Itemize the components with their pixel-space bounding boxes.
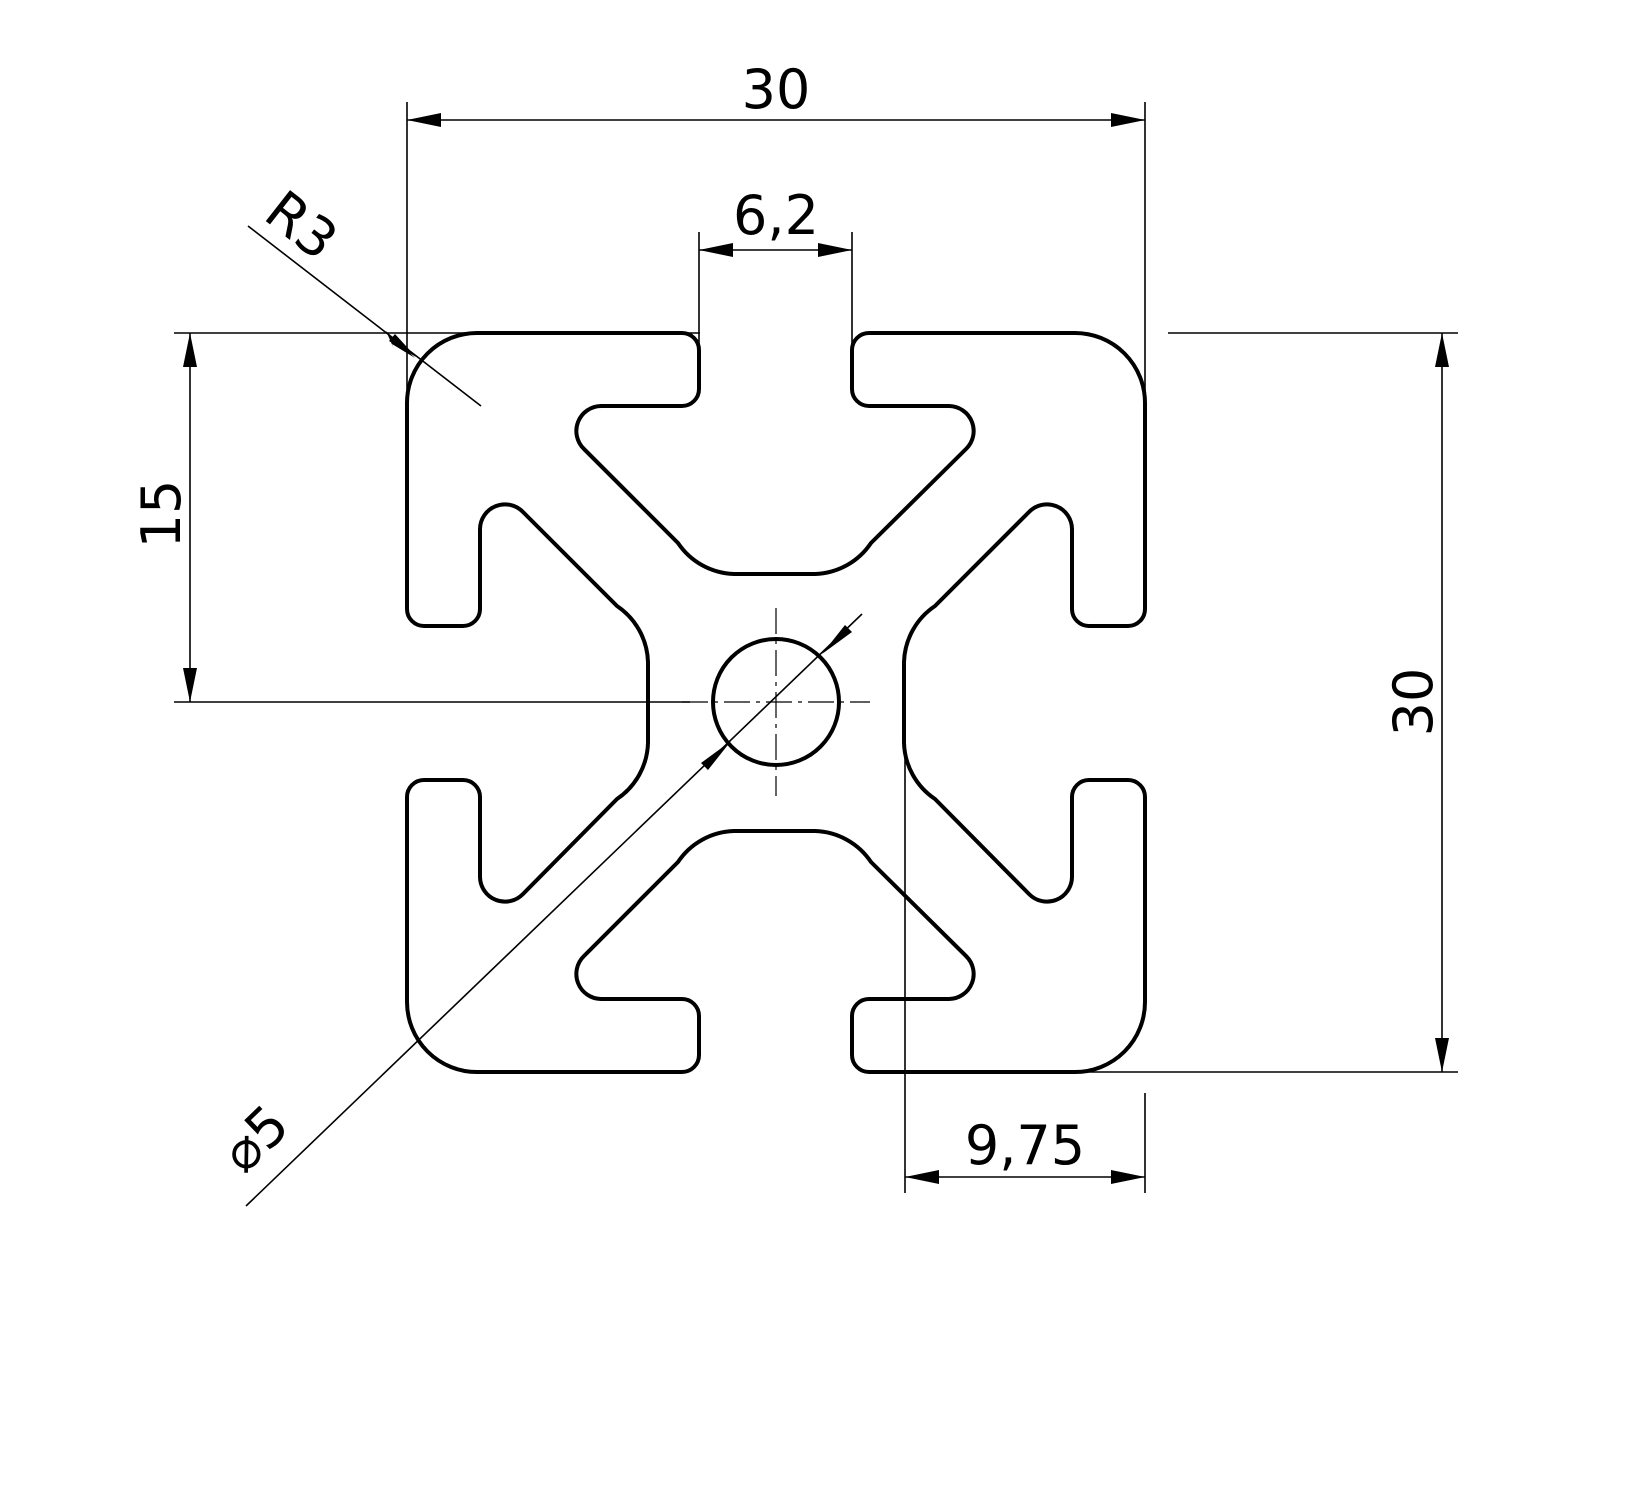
dim-half-height-label: 15 xyxy=(130,480,193,549)
dim-overall-height-label: 30 xyxy=(1382,668,1445,737)
dim-half-height: 15 xyxy=(130,332,700,703)
dim-slot-width: 6,2 xyxy=(698,184,853,345)
dim-bore-diameter-label: ⌀5 xyxy=(209,1093,301,1185)
dim-overall-height: 30 xyxy=(1075,332,1458,1073)
dim-corner-radius-label: R3 xyxy=(254,178,349,272)
dim-edge-offset-label: 9,75 xyxy=(965,1114,1085,1177)
dim-corner-radius: R3 xyxy=(247,178,482,407)
center-bore xyxy=(711,637,841,767)
dim-edge-offset: 9,75 xyxy=(904,705,1146,1193)
dim-overall-width: 30 xyxy=(406,58,1146,420)
dim-slot-width-label: 6,2 xyxy=(733,184,819,247)
dim-overall-width-label: 30 xyxy=(742,58,811,121)
